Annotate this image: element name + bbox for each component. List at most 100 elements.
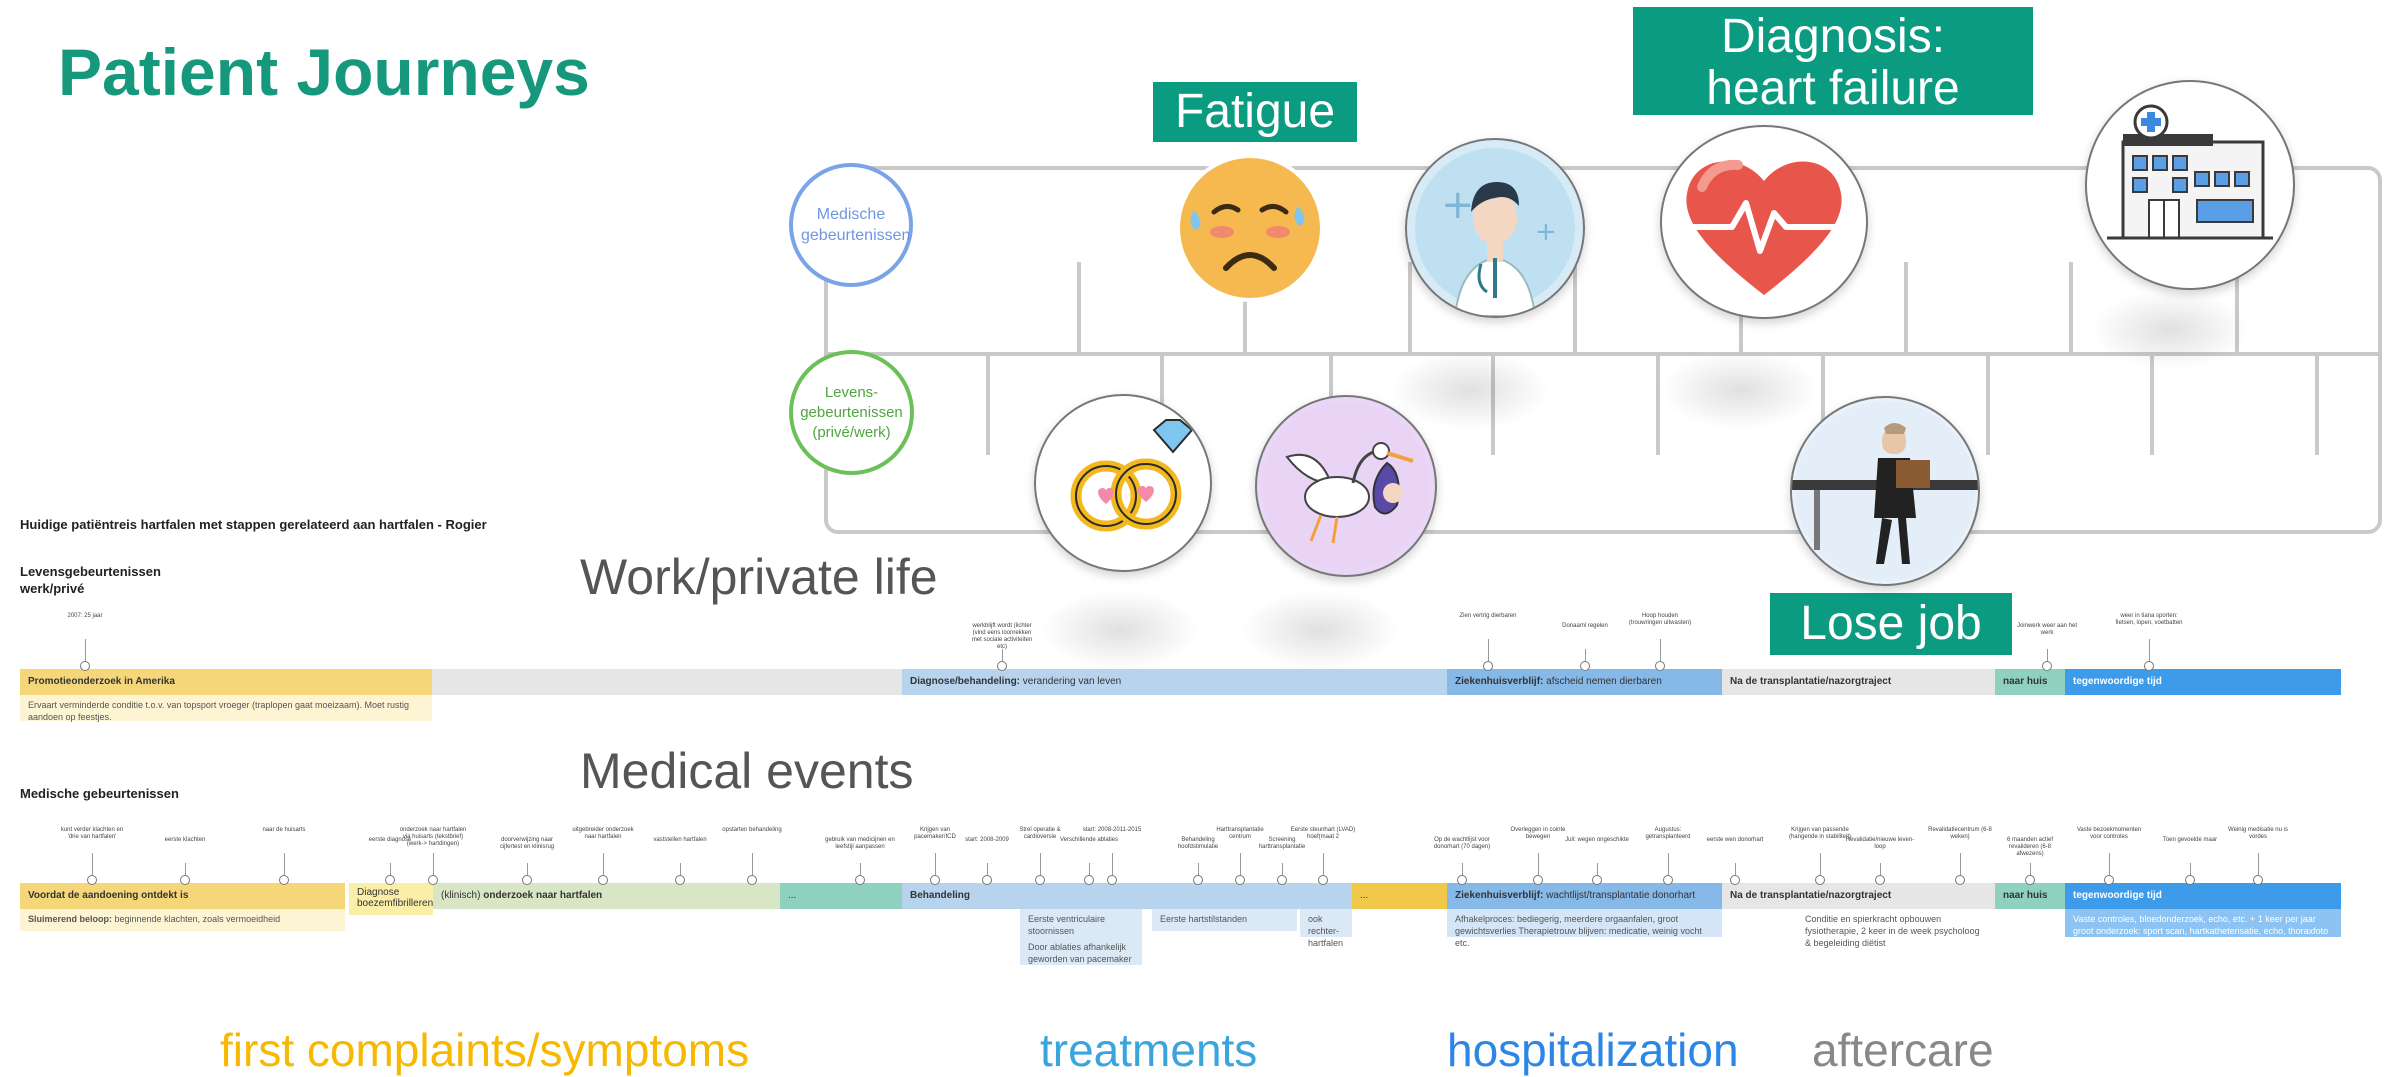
- svg-text:+: +: [1441, 182, 1475, 228]
- present-note: Vaste controles, bloedonderzoek, echo, e…: [2065, 909, 2341, 948]
- hospital-icon: [2085, 80, 2295, 290]
- timeline-marker-dot: [2025, 875, 2035, 885]
- svg-text:+: +: [1535, 217, 1557, 247]
- timeline-marker-line: [1240, 853, 1241, 875]
- timeline-marker-dot: [982, 875, 992, 885]
- timeline-marker-label: 2007: 25 jaar: [67, 613, 103, 619]
- diagnosis-badge-line2: heart failure: [1706, 62, 1960, 115]
- timeline-marker-dot: [428, 875, 438, 885]
- timeline-marker-line: [2258, 853, 2259, 875]
- shadow-blur: [1390, 350, 1550, 430]
- treatment-note-4: ook rechter-hartfalen: [1300, 909, 1352, 948]
- life-sub-note: Ervaart verminderde conditie t.o.v. van …: [20, 695, 432, 722]
- timeline-marker-line: [1089, 863, 1090, 875]
- timeline-marker-line: [1282, 863, 1283, 875]
- stork-baby-icon: [1255, 395, 1437, 577]
- timeline-marker-dot: [1592, 875, 1602, 885]
- treatment-note-2: Door ablaties afhankelijk geworden van p…: [1020, 937, 1142, 965]
- timeline-marker-label: start: 2008-2011-2015: [1082, 827, 1142, 833]
- timeline-marker-label: uitgebreider onderzoek naar hartfalen: [572, 827, 634, 840]
- medical-events-heading: Medische gebeurtenissen: [20, 786, 179, 801]
- timeline-marker-line: [92, 853, 93, 875]
- legend-first-complaints: first complaints/symptoms: [220, 1024, 750, 1076]
- timeline-marker-line: [1735, 863, 1736, 875]
- timeline-marker-dot: [1875, 875, 1885, 885]
- office-worker-box-icon: [1790, 396, 1980, 586]
- timeline-marker-dot: [1663, 875, 1673, 885]
- timeline-marker-dot: [675, 875, 685, 885]
- timeline-marker-dot: [2104, 875, 2114, 885]
- diagnosis-badge-line1: Diagnosis:: [1720, 10, 1946, 63]
- timeline-marker-line: [2030, 863, 2031, 875]
- timeline-marker-label: Juli: wegen ongeschikte: [1565, 837, 1629, 843]
- timeline-marker-line: [85, 639, 86, 661]
- life-bar-promotion: Promotieonderzoek in Amerika: [20, 669, 432, 695]
- shadow-blur: [1040, 590, 1200, 670]
- timeline-marker-line: [1462, 863, 1463, 875]
- med-bar-home: naar huis: [1995, 883, 2065, 909]
- timeline-marker-dot: [2144, 661, 2154, 671]
- timeline-marker-dot: [1107, 875, 1117, 885]
- timeline-marker-label: Krijgen van pacemaker/ICD: [914, 827, 956, 840]
- timeline-marker-label: kunt verder klachten en 'drie van hartfa…: [60, 827, 124, 840]
- timeline-marker-dot: [1084, 875, 1094, 885]
- timeline-marker-dot: [80, 661, 90, 671]
- legend-hospitalization: hospitalization: [1447, 1024, 1739, 1076]
- timeline-marker-dot: [930, 875, 940, 885]
- timeline-marker-label: Revalidatiecentrum (6-8 weken): [1928, 827, 1992, 840]
- shadow-blur: [2090, 290, 2250, 370]
- timeline-marker-line: [527, 863, 528, 875]
- timeline-marker-label: werkblijft wordt (lichter (vind eens loo…: [971, 623, 1033, 650]
- timeline-marker-line: [860, 863, 861, 875]
- wedding-rings-icon: [1034, 394, 1212, 572]
- timeline-marker-dot: [1815, 875, 1825, 885]
- timeline-marker-label: Toen gevoelde maar: [2162, 837, 2218, 843]
- med-bar-diagnosis-af: Diagnose boezemfibrilleren: [349, 883, 433, 915]
- timeline-marker-label: Eerste steunhart (LVAD) hoef(maat 2: [1290, 827, 1356, 840]
- timeline-marker-label: doorverwijzing naar cijfertest en klinis…: [499, 837, 555, 850]
- timeline-marker-dot: [598, 875, 608, 885]
- timeline-marker-label: opstarten behandeling: [722, 827, 782, 833]
- timeline-marker-dot: [1533, 875, 1543, 885]
- timeline-marker-dot: [2185, 875, 2195, 885]
- med-bar-ellipsis: ...: [780, 883, 902, 909]
- timeline-marker-dot: [522, 875, 532, 885]
- timeline-marker-dot: [87, 875, 97, 885]
- timeline-marker-line: [1880, 863, 1881, 875]
- timeline-marker-label: 6 maanden actief revalideren (6-8 afweze…: [2006, 837, 2054, 857]
- medical-track-circle: Medische gebeurtenissen: [789, 163, 913, 287]
- timeline-marker-dot: [2253, 875, 2263, 885]
- sweating-face-icon: [1172, 150, 1328, 306]
- shadow-blur: [1240, 590, 1400, 670]
- timeline-marker-label: eerste klachten: [164, 837, 206, 843]
- timeline-marker-label: Op de wachtlijst voor donorhart (70 dage…: [1433, 837, 1491, 850]
- lose-job-badge: Lose job: [1770, 593, 2012, 655]
- timeline-marker-label: Screening harttransplantatie: [1258, 837, 1306, 850]
- timeline-marker-line: [752, 853, 753, 875]
- timeline-marker-line: [935, 853, 936, 875]
- med-sub-first: Sluimerend beloop: beginnende klachten, …: [20, 909, 345, 931]
- timeline-marker-dot: [1235, 875, 1245, 885]
- timeline-marker-line: [680, 863, 681, 875]
- timeline-marker-dot: [1730, 875, 1740, 885]
- timeline-marker-dot: [1193, 875, 1203, 885]
- timeline-marker-label: naar de huisarts: [262, 827, 306, 833]
- medical-events-label: Medical events: [580, 743, 914, 799]
- life-bar-aftercare: Na de transplantatie/nazorgtraject: [1722, 669, 1995, 695]
- timeline-marker-dot: [385, 875, 395, 885]
- timeline-marker-dot: [997, 661, 1007, 671]
- timeline-marker-label: Joinwerk weer aan het werk: [2016, 623, 2078, 636]
- timeline-marker-dot: [2042, 661, 2052, 671]
- timeline-marker-label: onderzoek naar hartfalen via huisarts (t…: [399, 827, 467, 847]
- timeline-marker-line: [987, 863, 988, 875]
- timeline-marker-line: [1538, 853, 1539, 875]
- timeline-marker-dot: [747, 875, 757, 885]
- timeline-marker-dot: [1483, 661, 1493, 671]
- timeline-marker-label: Weinig medisatie nu is vordes: [2228, 827, 2288, 840]
- timeline-marker-label: Harttransplantatie centrum: [1216, 827, 1264, 840]
- doctor-icon: + +: [1405, 138, 1585, 318]
- med-bar-before: Voordat de aandoening ontdekt is: [20, 883, 345, 909]
- timeline-marker-line: [603, 853, 604, 875]
- timeline-marker-line: [1323, 853, 1324, 875]
- med-bar-hospital: Ziekenhuisverblijf: wachtlijst/transplan…: [1447, 883, 1722, 909]
